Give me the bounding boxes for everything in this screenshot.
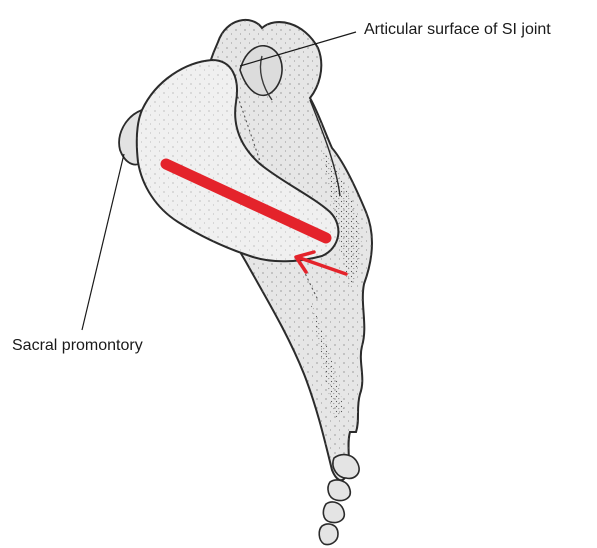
coccyx-segment-4 [319,524,338,544]
coccyx-segment-2 [328,480,350,500]
coccyx-segment-3 [323,502,344,522]
label-si-joint: Articular surface of SI joint [364,22,551,38]
label-sacral-promontory: Sacral promontory [12,338,143,354]
leader-line-promontory [82,154,124,330]
